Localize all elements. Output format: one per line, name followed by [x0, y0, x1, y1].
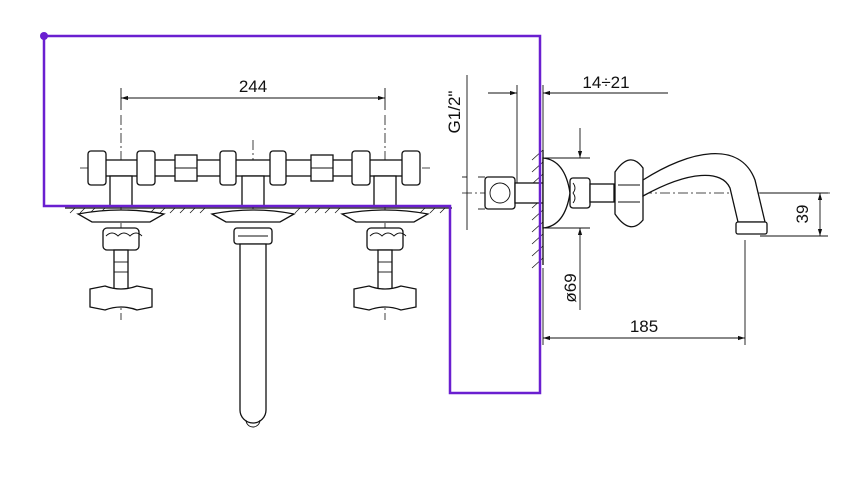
- side-view: 39 185 ø69 14÷21: [445, 73, 830, 345]
- flange-label: ø69: [561, 273, 580, 302]
- dimension-spout-height: 39: [760, 192, 828, 237]
- right-valve-handle: [340, 209, 430, 311]
- projection-label: 185: [630, 317, 658, 336]
- left-valve-handle: [76, 209, 166, 311]
- front-spout: [210, 209, 296, 428]
- side-wall-hatching: [531, 149, 544, 269]
- dimension-thread: G1/2": [445, 75, 485, 230]
- spout-height-label: 39: [793, 205, 812, 224]
- wall-depth-label: 14÷21: [582, 73, 629, 92]
- dimension-wall-depth: 14÷21: [488, 73, 668, 183]
- selection-outline: [40, 32, 542, 395]
- selection-handle[interactable]: [40, 32, 48, 40]
- supply-pipe: [87, 150, 421, 186]
- dimension-flange: ø69: [545, 128, 590, 310]
- front-view: 244: [65, 77, 452, 428]
- thread-label: G1/2": [445, 91, 464, 134]
- spread-label: 244: [239, 77, 267, 96]
- dimension-projection: 185: [542, 240, 746, 345]
- dimension-spread: 244: [120, 77, 386, 110]
